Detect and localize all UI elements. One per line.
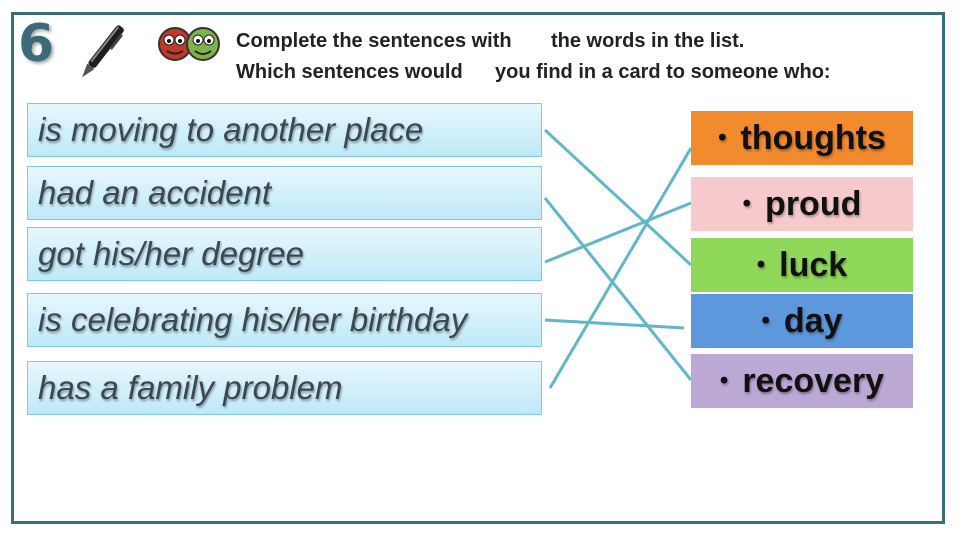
exercise-number: 6 <box>18 14 55 74</box>
instruction-line2-part2: you find in a card to someone who: <box>495 61 831 83</box>
word-label: recovery <box>742 361 885 400</box>
sentence-box-5[interactable]: has a family problem <box>27 361 542 415</box>
word-label: day <box>783 301 843 340</box>
word-label: luck <box>779 245 848 284</box>
pen-icon <box>82 25 124 78</box>
bullet-icon: • <box>718 124 727 151</box>
smiley-faces-icon <box>158 27 220 61</box>
instruction-line1-part1: Complete the sentences with <box>236 30 512 52</box>
sentence-text: has a family problem <box>38 369 343 406</box>
bullet-icon: • <box>742 190 752 217</box>
bullet-icon: • <box>761 307 770 334</box>
sentence-box-4[interactable]: is celebrating his/her birthday <box>27 293 542 347</box>
sentence-box-2[interactable]: had an accident <box>27 166 542 220</box>
word-box-luck[interactable]: • luck <box>691 238 913 292</box>
bullet-icon: • <box>756 251 766 278</box>
sentence-box-1[interactable]: is moving to another place <box>27 103 542 157</box>
sentence-box-3[interactable]: got his/her degree <box>27 227 542 281</box>
word-label: proud <box>765 184 862 223</box>
word-label: thoughts <box>740 118 886 157</box>
instruction-line2-part1: Which sentences would <box>236 61 463 83</box>
word-box-day[interactable]: • day <box>691 294 913 348</box>
bullet-icon: • <box>719 367 729 394</box>
sentence-text: got his/her degree <box>38 235 305 272</box>
word-box-recovery[interactable]: • recovery <box>691 354 913 408</box>
slide-frame <box>11 12 945 524</box>
word-box-proud[interactable]: • proud <box>691 177 913 231</box>
word-box-thoughts[interactable]: • thoughts <box>691 111 913 165</box>
instruction-line1-part2: the words in the list. <box>551 30 745 52</box>
sentence-text: is celebrating his/her birthday <box>38 301 468 338</box>
sentence-text: is moving to another place <box>38 111 424 148</box>
sentence-text: had an accident <box>38 174 272 211</box>
